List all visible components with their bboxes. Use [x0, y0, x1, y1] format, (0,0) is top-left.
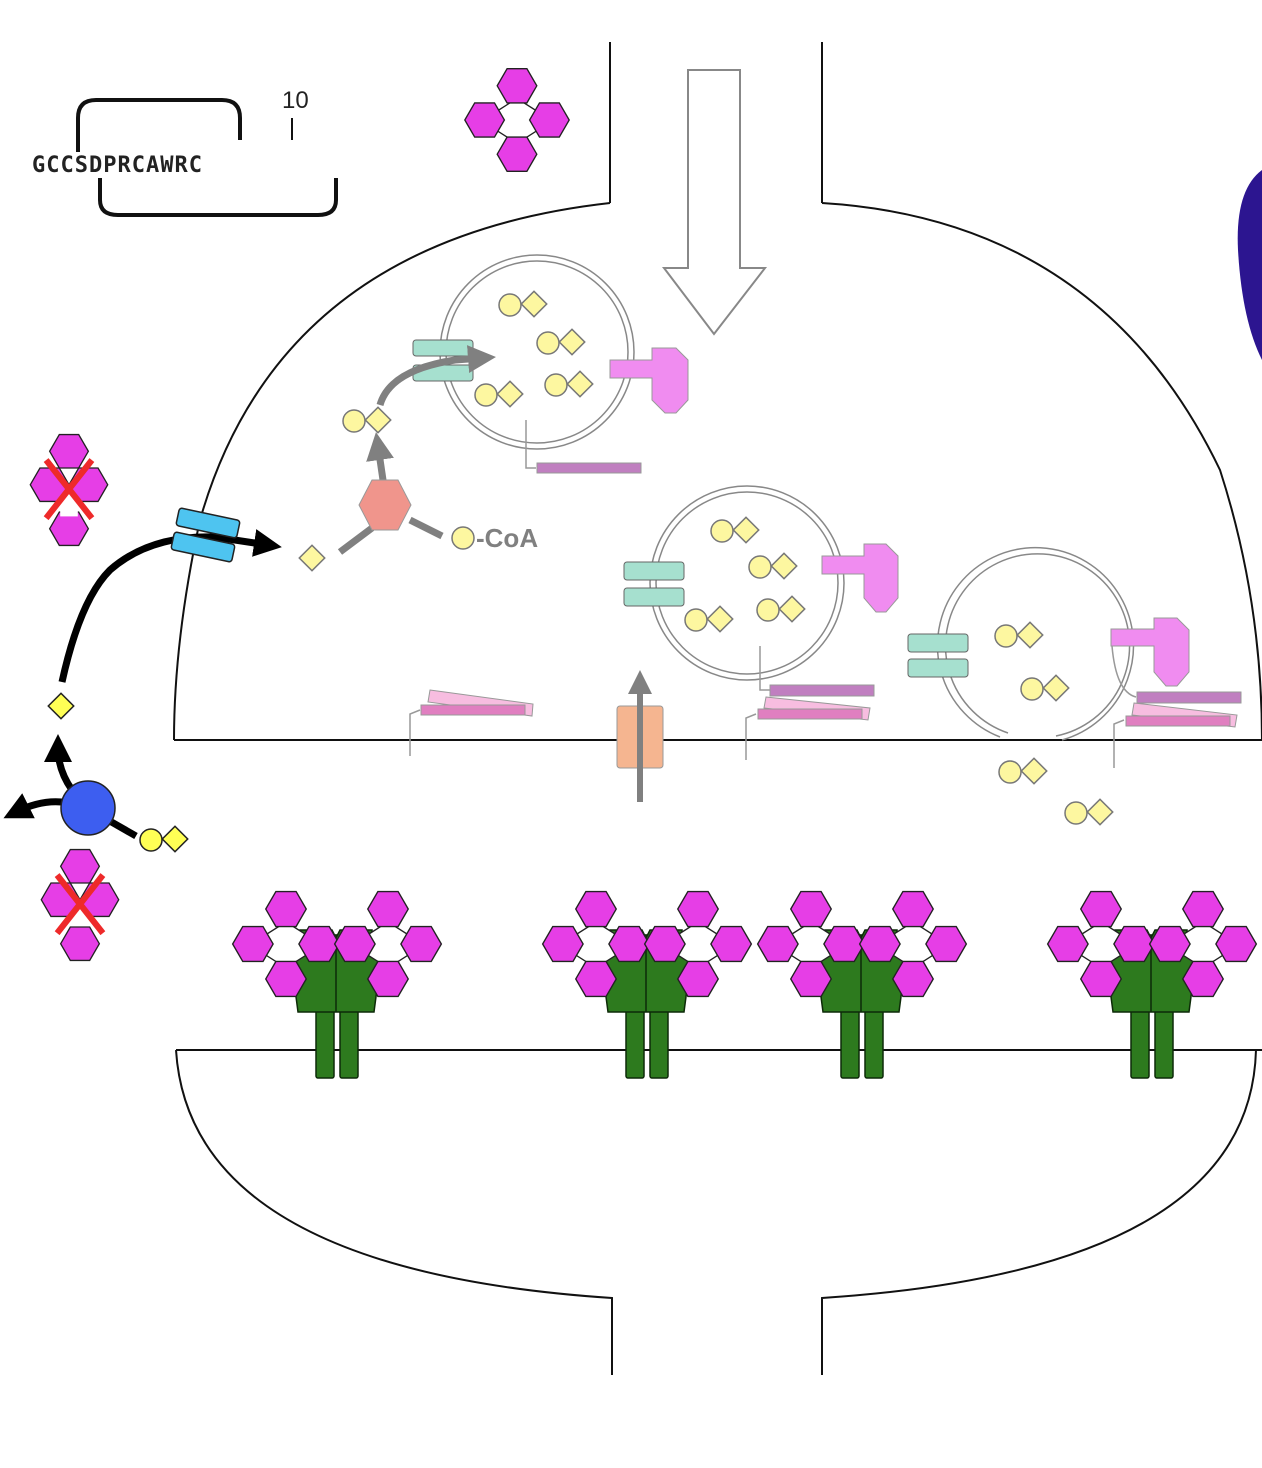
acetyl-coa-group [451, 526, 475, 550]
terminal-outline-left [173, 202, 611, 741]
nachr-receptor-1 [233, 892, 442, 1079]
disulfide-bridge-top [76, 98, 242, 152]
chat-enzyme [358, 479, 412, 531]
vacht-transporter-3b [907, 658, 969, 678]
extracellular-acetate [47, 692, 75, 720]
vacht-transporter-3a [907, 633, 969, 653]
peptide-sequence-text: GCCSDPRCAWRC [32, 153, 203, 178]
nachr-receptor-2 [543, 892, 752, 1079]
synaptic-vesicle-2 [623, 485, 899, 697]
snare-complex-2 [745, 696, 871, 760]
inhibited-toxin-upper [29, 433, 109, 547]
synthesized-ach [342, 406, 392, 434]
vacht-transporter-2a [623, 561, 685, 581]
ache-product-arrow-up [44, 734, 75, 793]
vesicle-tether-2 [759, 646, 770, 691]
postsynaptic-outline-left [175, 1049, 613, 1375]
synaptic-vesicle-1 [412, 254, 689, 474]
nachr-receptor-4 [1048, 892, 1257, 1079]
vesicle-tether-1 [525, 420, 536, 469]
synaptotagmin-2 [821, 543, 899, 613]
ache-product-arrow-left [3, 793, 63, 819]
presynaptic-terminal [173, 42, 1262, 741]
blob-structure [1237, 170, 1262, 360]
terminal-outline-right [821, 202, 1262, 741]
disulfide-bridge-bottom [98, 178, 338, 217]
snare-bar-1 [536, 462, 642, 474]
inhibited-toxin-lower [40, 848, 120, 962]
nachr-receptor-3 [758, 892, 967, 1079]
choline-transporter [170, 507, 241, 563]
released-ach-2 [1064, 798, 1114, 826]
synaptotagmin-3 [1110, 617, 1190, 687]
synaptic-vesicle-3 [907, 546, 1242, 741]
postsynaptic-cell [175, 1049, 1262, 1375]
ach-substrate [139, 825, 189, 853]
synaptotagmin-1 [609, 347, 689, 414]
choline-acetyltransferase [337, 432, 444, 555]
released-ach-1 [998, 757, 1048, 785]
vacht-loading-arrow [376, 345, 496, 407]
choline-reuptake-arrow [58, 529, 282, 683]
snare-complex-1 [409, 689, 534, 756]
position-number: 10 [282, 87, 309, 114]
snare-complex-3 [1113, 702, 1238, 768]
ache-substrate-line [106, 816, 138, 840]
intracellular-acetate [298, 544, 326, 572]
vesicle-tether-3 [1111, 645, 1137, 698]
vacht-transporter-2b [623, 587, 685, 607]
free-toxin [465, 69, 569, 172]
receptor-row [233, 892, 1257, 1079]
snare-bar-3 [1136, 691, 1242, 704]
snare-bar-2 [769, 684, 875, 697]
action-potential-arrow [661, 69, 768, 336]
acetylcholinesterase [60, 780, 116, 836]
peptide-sequence-panel: 10 GCCSDPRCAWRC [32, 87, 338, 217]
postsynaptic-outline-right [821, 1049, 1257, 1375]
vacht-transporter-1a [412, 339, 474, 357]
coa-label: -CoA [476, 523, 538, 553]
